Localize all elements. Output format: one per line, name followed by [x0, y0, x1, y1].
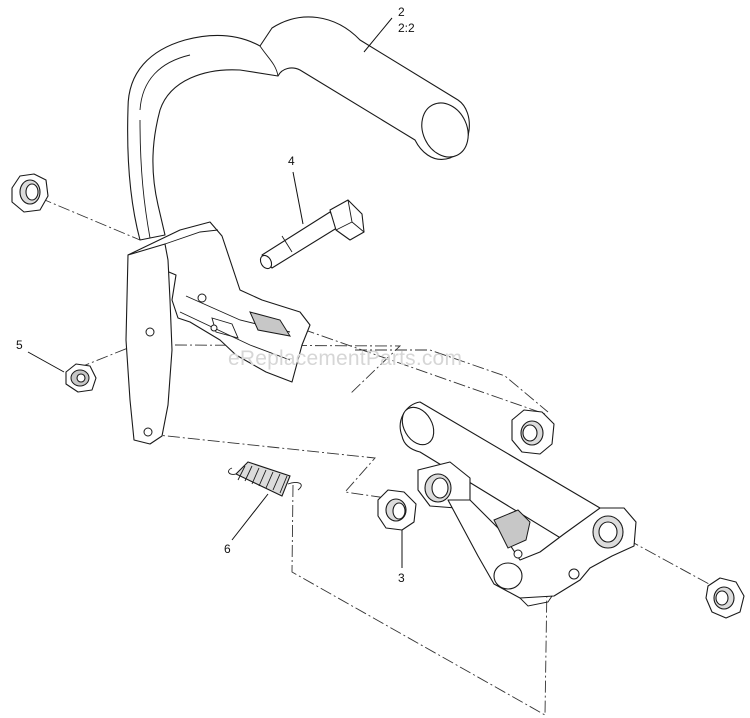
bolt-part: [259, 199, 365, 270]
callout-leaders: [27, 17, 403, 568]
callout-label-3: 3: [398, 571, 405, 585]
assembly-lines: [39, 197, 721, 716]
flange-bushing-lower-right: [705, 577, 745, 619]
bracket-assembly-part: [125, 221, 311, 445]
watermark-text: eReplacementParts.com: [228, 347, 463, 370]
callout-label-6: 6: [224, 542, 231, 556]
flange-bushing-right-upper: [511, 409, 555, 455]
spring-part: [228, 461, 302, 497]
callout-label-4: 4: [288, 154, 295, 168]
nut-part: [65, 363, 97, 393]
callout-label-2: 2: [398, 5, 405, 19]
callout-label-2-qty: 2:2: [398, 21, 415, 35]
callout-label-5: 5: [16, 338, 23, 352]
flange-bushing-part-3: [377, 489, 417, 531]
handle-bar-part: [127, 16, 470, 241]
pivot-arm-assembly-part: [399, 401, 637, 607]
flange-bushing-upper-left: [11, 173, 49, 213]
